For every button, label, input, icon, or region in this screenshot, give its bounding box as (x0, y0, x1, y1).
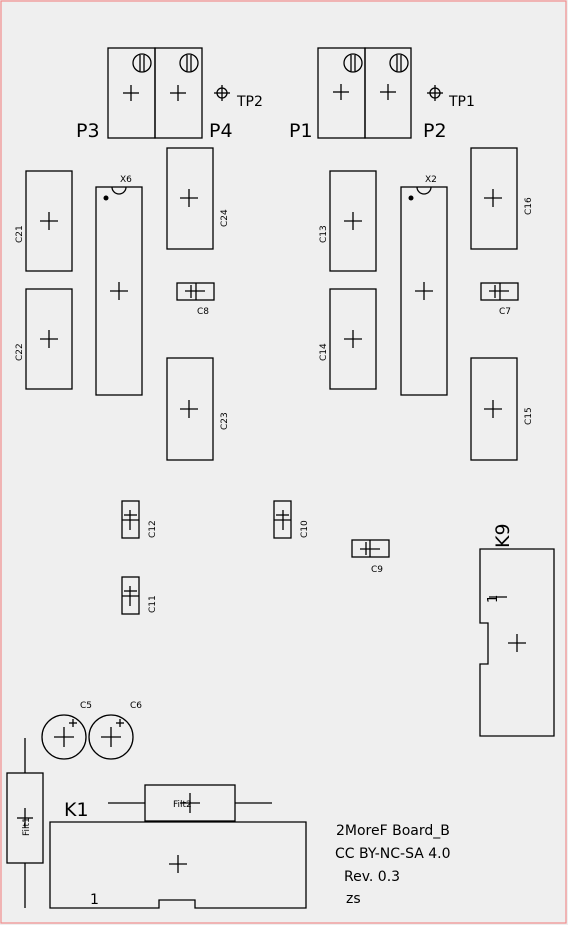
capacitor-c8 (176, 282, 215, 301)
ic-x2 (400, 186, 448, 396)
capacitor-c6 (88, 714, 134, 760)
label-x2: X2 (425, 175, 437, 185)
label-c10: C10 (300, 520, 310, 538)
ic-x2-pin1-dot (408, 195, 414, 201)
label-p1: P1 (289, 120, 313, 142)
label-c11: C11 (148, 595, 158, 613)
board-revision: Rev. 0.3 (344, 869, 400, 885)
capacitor-c11 (121, 576, 140, 615)
label-c8: C8 (197, 307, 209, 317)
capacitor-c22 (25, 288, 73, 390)
filter-filt2 (108, 784, 272, 822)
label-c14: C14 (319, 343, 329, 361)
filter-filt1 (6, 738, 44, 908)
capacitor-c23 (166, 357, 214, 461)
label-c9: C9 (371, 565, 383, 575)
test-point-tp1 (427, 85, 443, 101)
label-c21: C21 (15, 225, 25, 243)
capacitor-c21 (25, 170, 73, 272)
label-filt2: Filt2 (173, 800, 192, 810)
board-license: CC BY-NC-SA 4.0 (335, 846, 451, 862)
capacitor-c5 (41, 714, 87, 760)
ic-x6-pin1-dot (103, 195, 109, 201)
capacitor-c13 (329, 170, 377, 272)
test-point-tp2 (214, 85, 230, 101)
label-tp1: TP1 (448, 94, 475, 110)
label-c6: C6 (130, 701, 142, 711)
label-tp2: TP2 (236, 94, 263, 110)
label-p3: P3 (76, 120, 100, 142)
connector-p1-p2 (317, 47, 412, 139)
capacitor-c10 (273, 500, 292, 539)
capacitor-c12 (121, 500, 140, 539)
label-c13: C13 (319, 225, 329, 243)
label-c16: C16 (524, 197, 534, 215)
label-k9-pin1: 1 (486, 595, 501, 603)
connector-p3-p4 (107, 47, 203, 139)
label-c23: C23 (220, 412, 230, 430)
label-p4: P4 (209, 120, 233, 142)
connector-k1 (49, 821, 307, 909)
board-name: 2MoreF Board_B (336, 823, 450, 839)
label-k1: K1 (64, 799, 89, 821)
label-c7: C7 (499, 307, 511, 317)
board-author: zs (346, 891, 361, 907)
label-p2: P2 (423, 120, 447, 142)
label-c22: C22 (15, 343, 25, 361)
label-c24: C24 (220, 209, 230, 227)
label-filt1: Filt1 (22, 817, 32, 836)
label-c12: C12 (148, 520, 158, 538)
capacitor-c14 (329, 288, 377, 390)
capacitor-c9 (351, 539, 390, 558)
capacitor-c7 (480, 282, 519, 301)
label-x6: X6 (120, 175, 132, 185)
capacitor-c16 (470, 147, 518, 250)
label-c15: C15 (524, 407, 534, 425)
label-k1-pin1: 1 (90, 892, 99, 908)
capacitor-c24 (166, 147, 214, 250)
label-c5: C5 (80, 701, 92, 711)
capacitor-c15 (470, 357, 518, 461)
connector-k9 (479, 548, 555, 737)
ic-x6 (95, 186, 143, 396)
label-k9: K9 (492, 523, 514, 548)
